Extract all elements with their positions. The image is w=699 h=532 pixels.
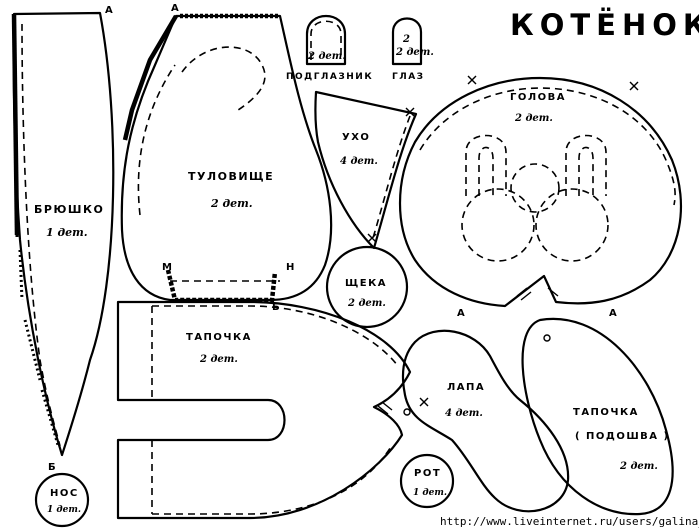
watermark-url: http://www.liveinternet.ru/users/galina_… [440,515,699,528]
nos-name: НОС [50,488,79,499]
scheka-name: ЩЕКА [345,278,387,289]
bryushko-name: БРЮШКО [34,203,104,216]
pattern-title: КОТЁНОК [510,8,699,42]
tapochka-count: 2 дет. [199,354,238,365]
mark-m: М [162,262,172,273]
podoshva-name: ТАПОЧКА [573,407,639,418]
golova-count: 2 дет. [514,113,553,124]
piece-podglaznik: 2 дет. ПОДГЛАЗНИК [286,14,373,82]
piece-tapochka: ТАПОЧКА 2 дет. [116,300,412,520]
piece-scheka: ЩЕКА 2 дет. [325,245,409,329]
mark-a-body: А [171,3,179,14]
tulovische-name: ТУЛОВИЩЕ [188,170,274,183]
lapa-name: ЛАПА [447,382,485,393]
podoshva-subname: ( ПОДОШВА ) [575,431,670,442]
piece-nos: НОС 1 дет. [34,472,90,528]
tapochka-name: ТАПОЧКА [186,332,252,343]
piece-podoshva: ТАПОЧКА ( ПОДОШВА ) 2 дет. [521,317,674,516]
body-bold-edge-left [122,14,178,141]
tulovische-count: 2 дет. [210,197,253,210]
mark-a-head-left: А [457,308,465,319]
glaz-count: 2 дет. [395,47,434,58]
podoshva-count: 2 дет. [619,461,658,472]
mark-o-podoshva [543,334,551,342]
ukho-count: 4 дет. [340,156,378,167]
mark-n: Н [286,262,294,273]
ukho-name: УХО [342,132,370,143]
bryushko-count: 1 дет. [46,226,88,239]
mark-o-tapochka [403,408,411,416]
rot-name: РОТ [414,468,441,479]
rot-count: 1 дет. [413,488,447,498]
piece-glaz: 2 2 дет. ГЛАЗ [391,17,434,82]
nos-count: 1 дет. [47,505,81,515]
golova-name: ГОЛОВА [510,92,566,103]
scheka-count: 2 дет. [347,298,386,309]
belly-bold-edge [11,13,20,236]
glaz-name: ГЛАЗ [392,72,425,82]
piece-ukho: УХО 4 дет. [314,90,418,250]
podglaznik-count: 2 дет. [307,51,346,62]
piece-lapa: ЛАПА 4 дет. [401,329,570,513]
lapa-count: 4 дет. [445,408,483,419]
mark-a-head-right: А [609,308,617,319]
glaz-count-number: 2 [402,34,410,45]
piece-golova: ГОЛОВА 2 дет. [398,75,683,308]
piece-bryushko: БРЮШКО 1 дет. [11,11,115,457]
podglaznik-name: ПОДГЛАЗНИК [286,72,373,82]
mark-b-belly: Б [48,462,56,473]
piece-rot: РОТ 1 дет. [399,453,455,509]
piece-tulovische: ТУЛОВИЩЕ 2 дет. [120,13,333,303]
mark-a-belly: А [105,5,113,16]
